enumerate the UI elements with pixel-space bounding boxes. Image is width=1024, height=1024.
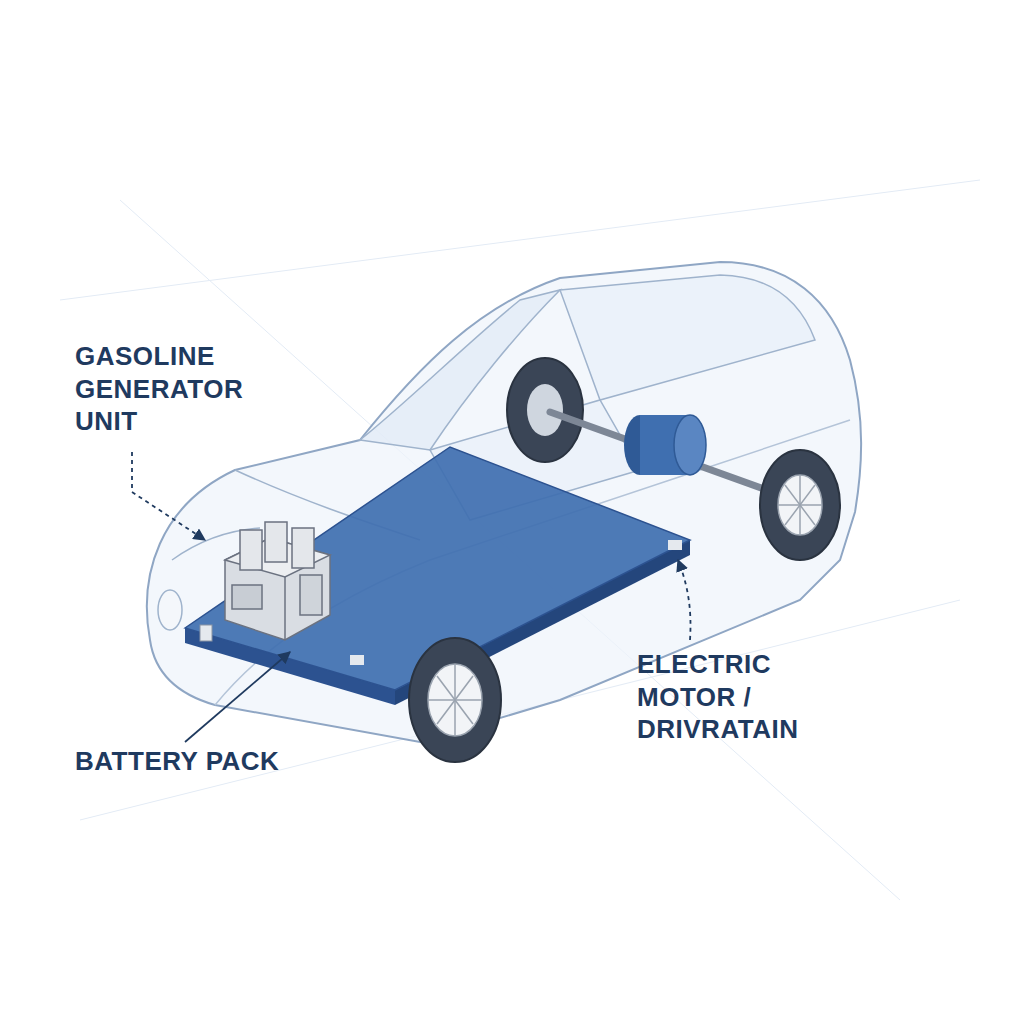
callout-label: GASOLINE GENERATOR UNIT xyxy=(75,340,265,438)
callout-label: BATTERY PACK xyxy=(75,745,335,778)
callout-label: ELECTRIC MOTOR / DRIVRATAIN xyxy=(637,648,837,746)
generator-unit xyxy=(225,522,330,640)
background-sketch xyxy=(60,180,980,900)
leader-lines xyxy=(132,452,691,742)
front-wheel xyxy=(409,638,501,762)
